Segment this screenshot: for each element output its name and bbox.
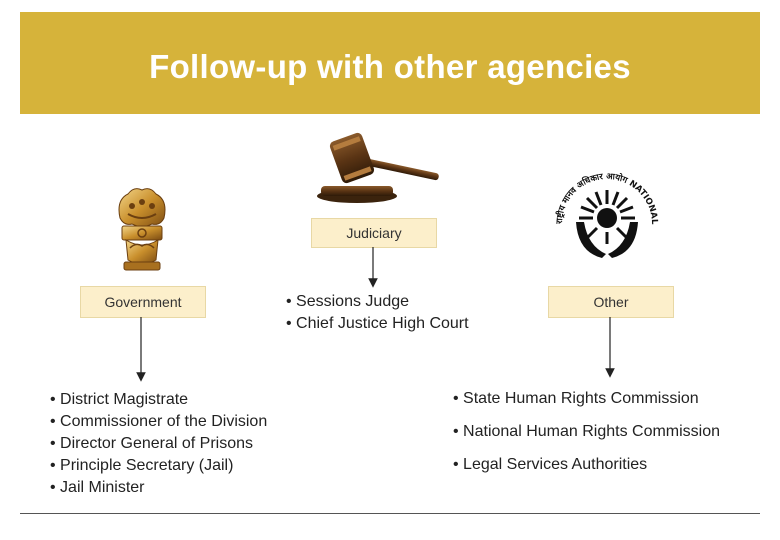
government-box: Government [80,286,206,318]
list-item: • Chief Justice High Court [286,315,469,332]
list-item: • Jail Minister [50,479,145,496]
list-item: • Principle Secretary (Jail) [50,457,234,474]
other-box: Other [548,286,674,318]
government-list: • District Magistrate • Commissioner of … [50,389,267,499]
page-title: Follow-up with other agencies [149,48,631,85]
gavel-icon [317,132,439,203]
list-item: • Director General of Prisons [50,435,254,452]
list-item: • State Human Rights Commission [453,390,699,407]
nhrc-seal-icon: राष्ट्रीय मानव अधिकार आयोग NATIONAL HUMA… [548,160,659,258]
judiciary-list: • Sessions Judge • Chief Justice High Co… [286,291,469,335]
list-item: • Legal Services Authorities [453,456,648,473]
list-item: • National Human Rights Commission [453,423,721,440]
other-list: • State Human Rights Commission • Nation… [453,382,720,481]
list-item: • Commissioner of the Division [50,413,268,430]
title-banner: Follow-up with other agencies [20,12,760,114]
ashoka-emblem-icon [118,188,166,271]
list-item: • Sessions Judge [286,293,410,310]
footer-divider [20,513,760,514]
judiciary-box: Judiciary [311,218,437,248]
list-item: • District Magistrate [50,391,189,408]
